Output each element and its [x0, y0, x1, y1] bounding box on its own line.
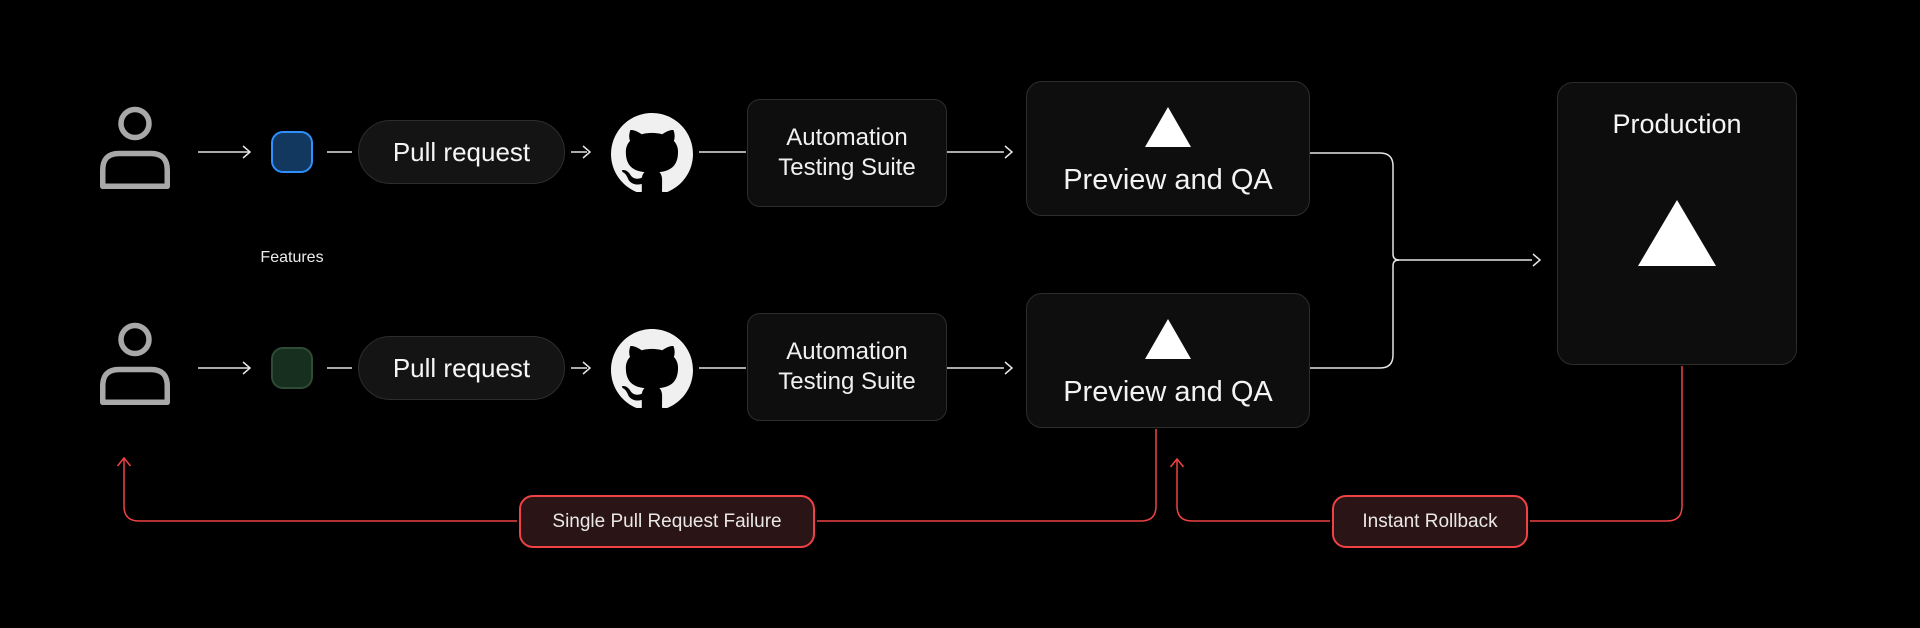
developer-icon	[100, 106, 170, 189]
automation-testing-suite-label: Automation Testing Suite	[778, 124, 916, 181]
preview-qa-box: Preview and QA	[1026, 81, 1310, 216]
vercel-triangle-icon	[1145, 319, 1191, 359]
branch-commit-node	[271, 131, 313, 173]
github-icon	[611, 112, 693, 194]
preview-qa-box: Preview and QA	[1026, 293, 1310, 428]
failure-path	[116, 429, 1157, 522]
automation-testing-suite-box: Automation Testing Suite	[747, 99, 947, 207]
flow-row1	[198, 145, 1014, 159]
vercel-triangle-icon	[1145, 107, 1191, 147]
pull-request-pill: Pull request	[358, 336, 565, 400]
pull-request-pill: Pull request	[358, 120, 565, 184]
preview-qa-label: Preview and QA	[1063, 164, 1273, 196]
branch-commit-node	[271, 347, 313, 389]
rollback-annotation-label: Instant Rollback	[1362, 510, 1498, 532]
production-box: Production	[1557, 82, 1797, 365]
preview-qa-label: Preview and QA	[1063, 376, 1273, 408]
pull-request-label: Pull request	[392, 352, 531, 383]
rollback-path	[1169, 366, 1683, 522]
features-label: Features	[260, 249, 324, 266]
merge-to-production	[1310, 152, 1542, 369]
flow-row2	[198, 361, 1014, 375]
automation-testing-suite-box: Automation Testing Suite	[747, 313, 947, 421]
failure-annotation: Single Pull Request Failure	[519, 495, 815, 548]
automation-testing-suite-label: Automation Testing Suite	[778, 338, 916, 395]
rollback-annotation: Instant Rollback	[1332, 495, 1528, 548]
production-label: Production	[1612, 109, 1742, 139]
pull-request-label: Pull request	[392, 136, 531, 167]
failure-annotation-label: Single Pull Request Failure	[552, 510, 782, 532]
vercel-triangle-icon	[1638, 200, 1716, 266]
developer-icon	[100, 322, 170, 405]
github-icon	[611, 328, 693, 410]
